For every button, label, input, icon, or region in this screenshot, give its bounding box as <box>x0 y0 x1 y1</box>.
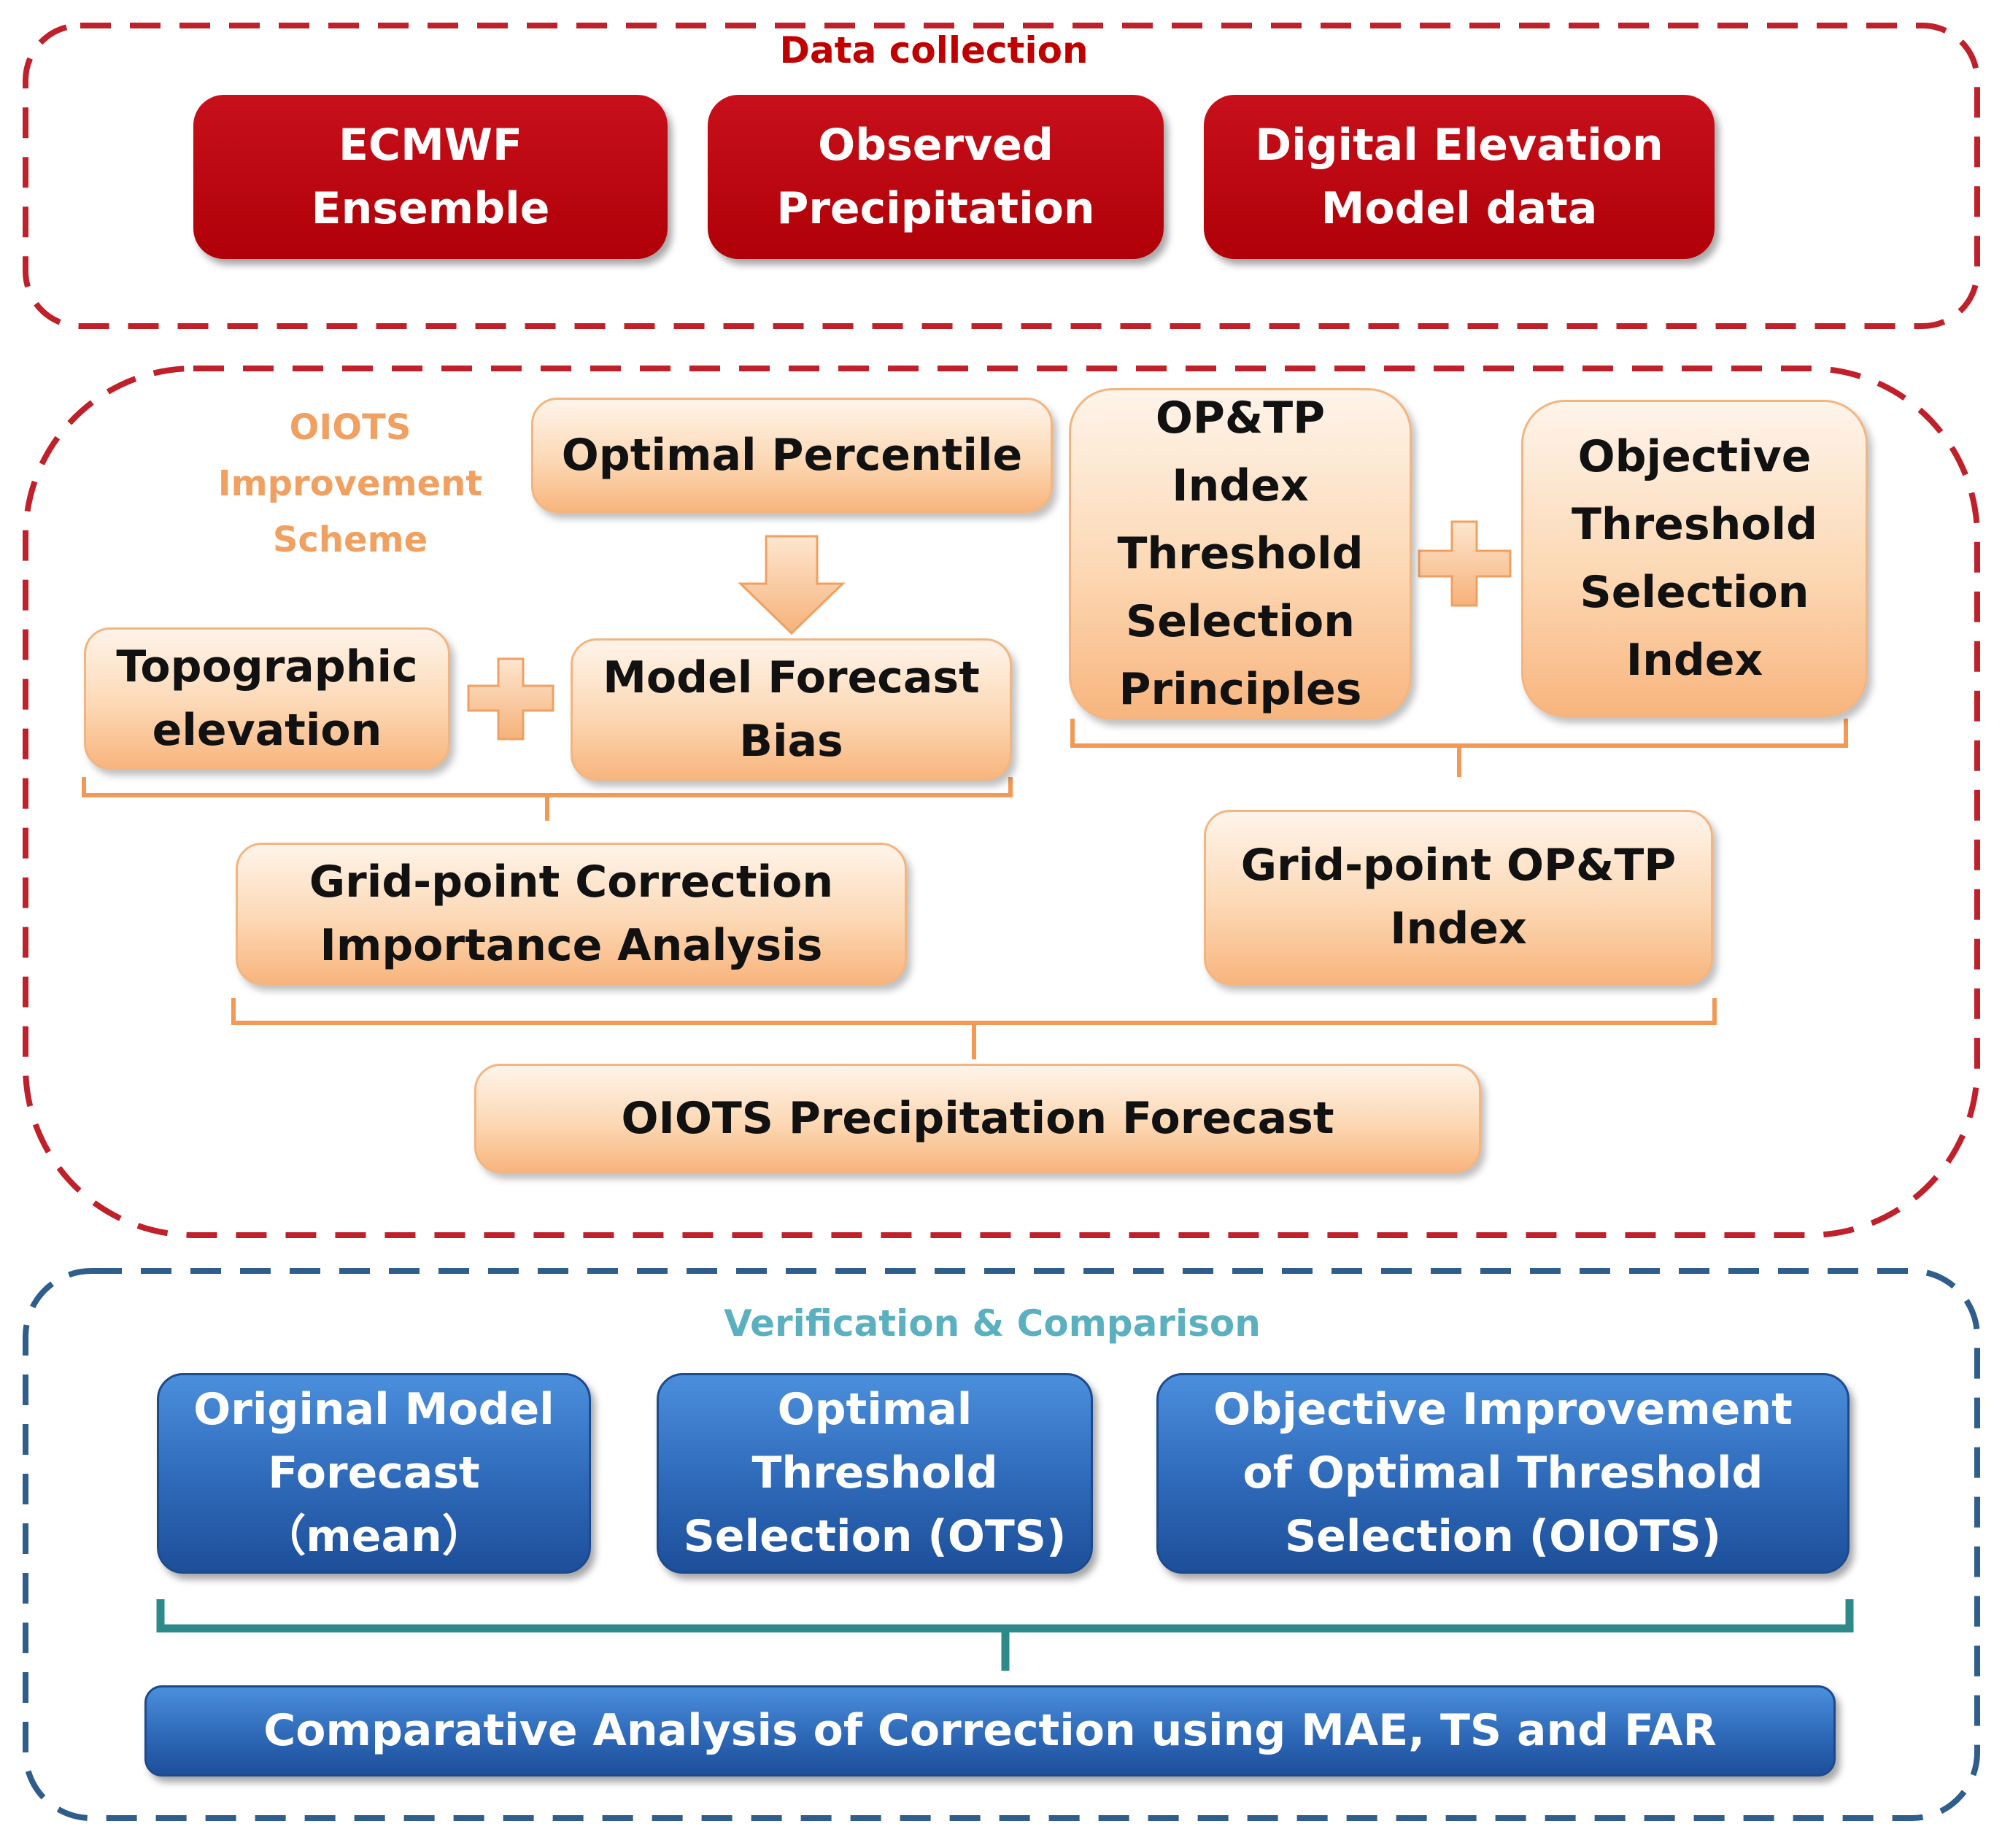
objective-threshold-index-box: Objective Threshold Selection Index <box>1521 400 1868 717</box>
original-model-forecast-box: Original Model Forecast （mean） <box>157 1373 591 1574</box>
verification-title: Verification & Comparison <box>724 1302 1261 1345</box>
grid-point-optp-index-box: Grid-point OP&TP Index <box>1204 810 1713 985</box>
bracket-bottom <box>231 998 1717 1059</box>
grid-point-correction-box: Grid-point Correction Importance Analysi… <box>236 843 907 985</box>
topographic-elevation-box: Topographic elevation <box>84 627 450 770</box>
comparative-analysis-box: Comparative Analysis of Correction using… <box>144 1685 1836 1777</box>
data-collection-title: Data collection <box>779 29 1089 71</box>
plus-icon <box>1418 520 1512 607</box>
bracket-left <box>82 777 1013 821</box>
ecmwf-ensemble-box: ECMWF Ensemble <box>193 95 668 259</box>
oiots-box: Objective Improvement of Optimal Thresho… <box>1156 1373 1850 1574</box>
oiots-forecast-box: OIOTS Precipitation Forecast <box>474 1064 1481 1173</box>
optp-threshold-principles-box: OP&TP Index Threshold Selection Principl… <box>1069 388 1412 720</box>
ots-box: Optimal Threshold Selection (OTS) <box>657 1373 1093 1574</box>
bracket-right <box>1070 719 1848 777</box>
model-forecast-bias-box: Model Forecast Bias <box>571 638 1012 781</box>
improvement-scheme-title: OIOTS Improvement Scheme <box>217 407 483 560</box>
down-arrow-icon <box>738 535 846 635</box>
data-collection-frame <box>23 23 1980 329</box>
optimal-percentile-box: Optimal Percentile <box>531 398 1053 513</box>
observed-precipitation-box: Observed Precipitation <box>708 95 1164 259</box>
improvement-scheme-frame <box>23 366 1980 1238</box>
plus-icon <box>467 657 554 741</box>
verification-frame <box>23 1268 1980 1821</box>
bracket-verification <box>156 1599 1854 1671</box>
digital-elevation-box: Digital Elevation Model data <box>1204 95 1715 259</box>
